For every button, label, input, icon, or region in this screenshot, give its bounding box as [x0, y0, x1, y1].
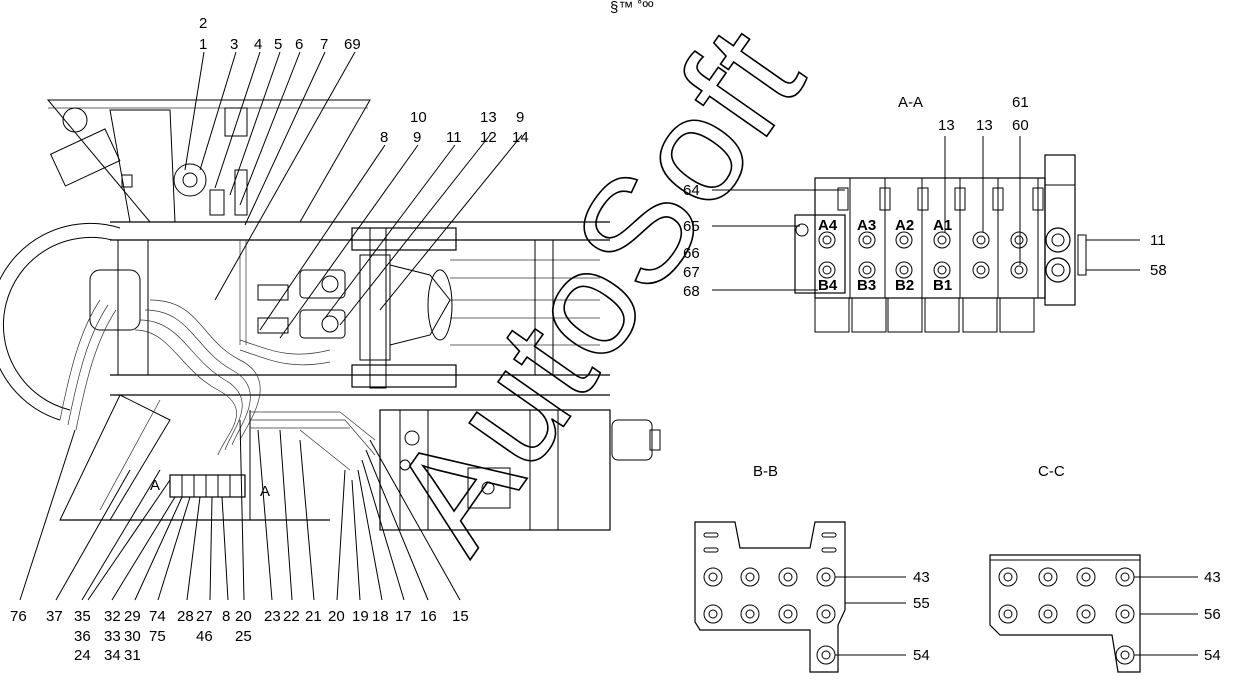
- aa-61: 61: [1012, 94, 1029, 111]
- bb-title: B-B: [753, 463, 778, 480]
- port-a1: A1: [933, 217, 952, 234]
- label-13a: 13: [480, 109, 497, 126]
- label-6: 6: [295, 36, 303, 53]
- label-8: 8: [380, 129, 388, 146]
- label-20b: 20: [328, 608, 345, 625]
- bb-fittings: [703, 567, 836, 665]
- label-20a: 20: [235, 608, 252, 625]
- label-75: 75: [149, 628, 166, 645]
- label-30: 30: [124, 628, 141, 645]
- cc-title: C-C: [1038, 463, 1065, 480]
- label-11b: 11: [1150, 232, 1166, 249]
- label-16: 16: [420, 608, 437, 625]
- label-1: 1: [199, 36, 207, 53]
- section-a-right: A: [260, 483, 270, 500]
- label-65: 65: [683, 218, 700, 235]
- label-11a: 11: [446, 129, 462, 146]
- label-14: 14: [512, 129, 529, 146]
- label-9a: 9: [413, 129, 421, 146]
- label-22: 22: [283, 608, 300, 625]
- label-27: 27: [196, 608, 213, 625]
- bottom-leaders: [19, 419, 461, 601]
- section-a-left: A: [150, 477, 160, 494]
- label-7: 7: [320, 36, 328, 53]
- port-b1: B1: [933, 277, 952, 294]
- port-b3: B3: [857, 277, 876, 294]
- label-12: 12: [480, 129, 497, 146]
- label-74: 74: [149, 608, 166, 625]
- bb-54: 54: [913, 647, 930, 664]
- aa-13a: 13: [938, 117, 955, 134]
- section-aa: A-A 13 13 61 60: [683, 94, 1167, 333]
- label-68: 68: [683, 283, 700, 300]
- label-36: 36: [74, 628, 91, 645]
- top-labels: 2 1 3 4 5 6 7 69 10 8 9 11 13 12 9 14: [199, 15, 529, 146]
- label-15: 15: [452, 608, 469, 625]
- label-3: 3: [230, 36, 238, 53]
- bb-55: 55: [913, 595, 930, 612]
- label-4: 4: [254, 36, 262, 53]
- aa-13b: 13: [976, 117, 993, 134]
- label-2: 2: [199, 15, 207, 32]
- section-cc: C-C 43 56 54: [989, 463, 1221, 673]
- label-29: 29: [124, 608, 141, 625]
- label-67: 67: [683, 264, 700, 281]
- label-18: 18: [372, 608, 389, 625]
- label-69: 69: [344, 36, 361, 53]
- label-24: 24: [74, 647, 91, 664]
- label-64: 64: [683, 182, 700, 199]
- watermark-text: AutoSoft: [359, 0, 836, 578]
- port-a2: A2: [895, 217, 914, 234]
- bottom-labels: 76 37 35 32 29 74 28 27 8 20 23 22 21 20…: [10, 608, 469, 664]
- cc-54: 54: [1204, 647, 1221, 664]
- port-b2: B2: [895, 277, 914, 294]
- label-8b: 8: [222, 608, 230, 625]
- label-76: 76: [10, 608, 27, 625]
- port-a3: A3: [857, 217, 876, 234]
- cc-43: 43: [1204, 569, 1221, 586]
- header-mark: §™ ˚ºº: [610, 0, 654, 16]
- label-37: 37: [46, 608, 63, 625]
- label-33: 33: [104, 628, 121, 645]
- main-assembly: [0, 99, 661, 531]
- section-bb: B-B 43 55 54: [694, 463, 930, 673]
- cc-56: 56: [1204, 606, 1221, 623]
- top-leaders: [184, 51, 523, 339]
- label-31: 31: [124, 647, 141, 664]
- label-5: 5: [274, 36, 282, 53]
- aa-60: 60: [1012, 117, 1029, 134]
- label-28: 28: [177, 608, 194, 625]
- label-23: 23: [264, 608, 281, 625]
- bb-43: 43: [913, 569, 930, 586]
- label-25: 25: [235, 628, 252, 645]
- label-17: 17: [395, 608, 412, 625]
- label-9b: 9: [516, 109, 524, 126]
- label-35: 35: [74, 608, 91, 625]
- port-a4: A4: [818, 217, 838, 234]
- watermark: AutoSoft: [358, 0, 836, 579]
- aa-title: A-A: [898, 94, 923, 111]
- label-10: 10: [410, 109, 427, 126]
- label-66: 66: [683, 245, 700, 262]
- label-34: 34: [104, 647, 121, 664]
- label-19: 19: [352, 608, 369, 625]
- cc-fittings: [998, 567, 1135, 665]
- port-b4: B4: [818, 277, 838, 294]
- label-46: 46: [196, 628, 213, 645]
- label-32: 32: [104, 608, 121, 625]
- label-58: 58: [1150, 262, 1167, 279]
- label-21: 21: [305, 608, 322, 625]
